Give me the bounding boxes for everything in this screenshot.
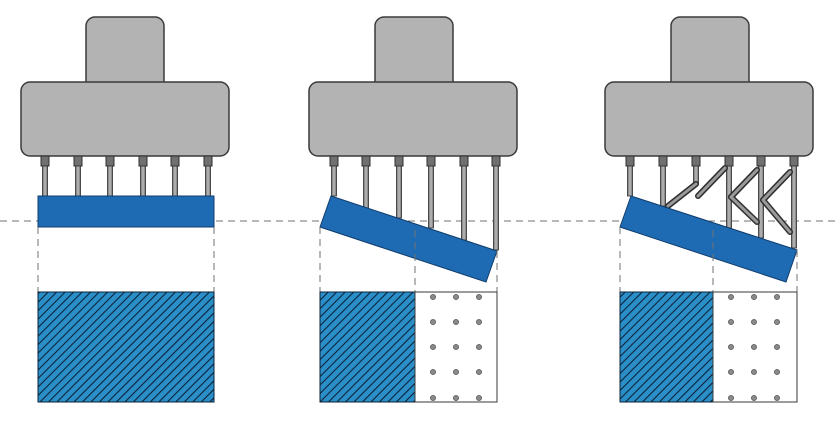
pin [789, 155, 799, 249]
pin [40, 155, 50, 197]
pin [329, 155, 339, 197]
pin [170, 155, 180, 197]
dotted-gap-area-icon [414, 291, 498, 403]
pin-array-icon [40, 155, 213, 197]
pin [361, 155, 371, 209]
dotted-gap-area-icon [712, 291, 798, 403]
pin [459, 155, 469, 241]
hatched-contact-area-icon [319, 291, 416, 403]
pin [491, 155, 501, 251]
panel-tilted-contact-braced [604, 16, 814, 403]
pin [625, 155, 635, 197]
pin [658, 155, 668, 207]
pin [426, 155, 436, 229]
panel-tilted-contact [308, 16, 518, 403]
pin [138, 155, 148, 197]
pin-array-icon [329, 155, 501, 251]
housing-icon [20, 16, 230, 157]
pin [203, 155, 213, 197]
pin [73, 155, 83, 197]
tilted-plate-icon [319, 195, 498, 283]
housing-icon [308, 16, 518, 157]
hatched-contact-area-icon [619, 291, 714, 403]
panel-flat-contact [20, 16, 230, 403]
cross-brace-icon [666, 166, 792, 234]
pin [691, 155, 701, 185]
housing-icon [604, 16, 814, 157]
pin [105, 155, 115, 197]
hatched-contact-area-icon [37, 291, 215, 403]
pin [394, 155, 404, 219]
contact-plate-icon [37, 195, 215, 228]
tilted-plate-icon [619, 195, 798, 283]
